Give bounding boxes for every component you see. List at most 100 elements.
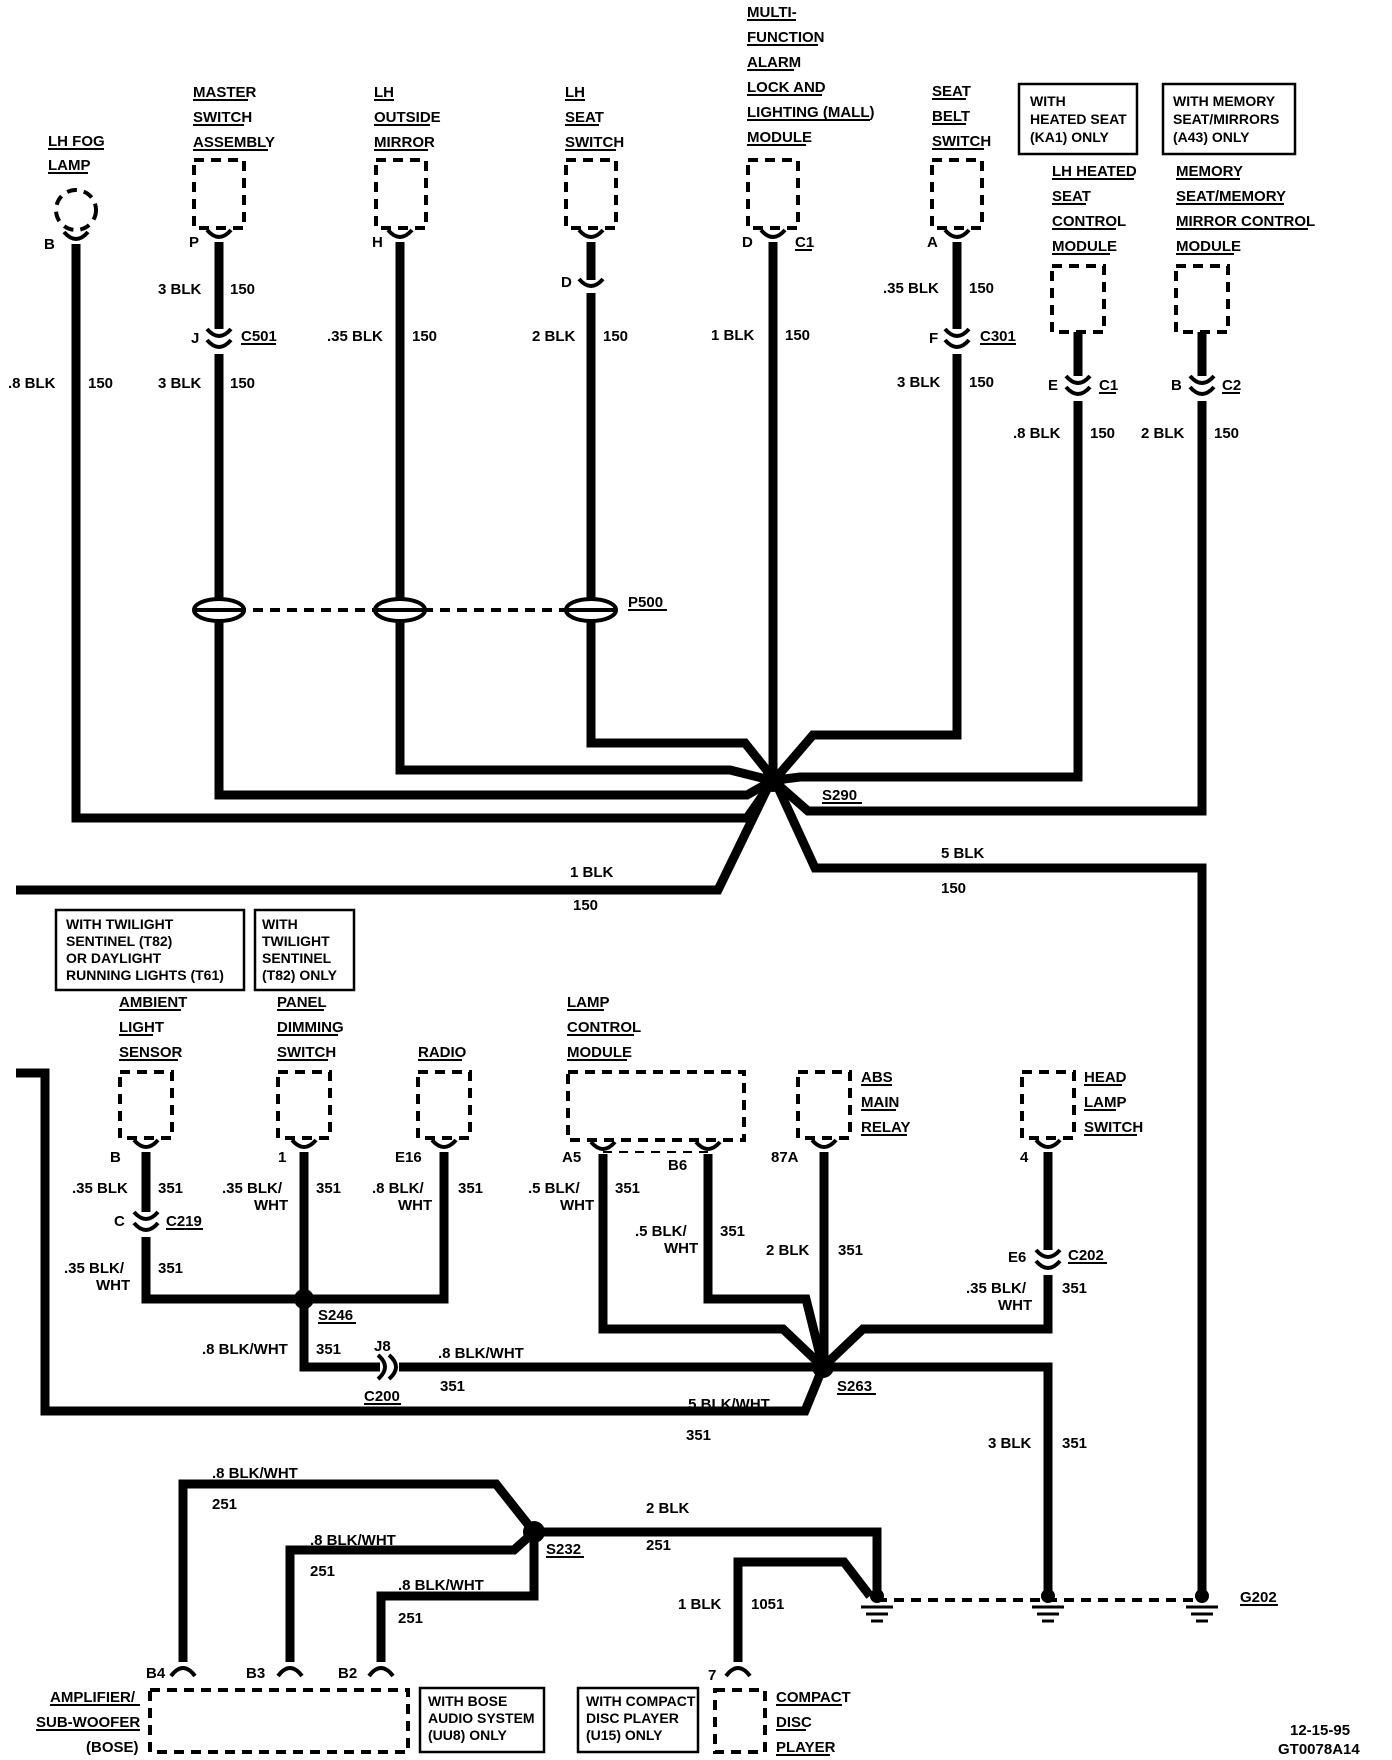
connector-c219: C219 <box>166 1213 202 1230</box>
svg-text:2 BLK: 2 BLK <box>646 1500 690 1517</box>
connector-c202: C202 <box>1068 1247 1104 1264</box>
svg-text:.5 BLK/WHT: .5 BLK/WHT <box>684 1396 770 1413</box>
svg-text:351: 351 <box>1062 1280 1087 1297</box>
svg-text:.8 BLK: .8 BLK <box>8 375 56 392</box>
svg-text:WITH BOSE: WITH BOSE <box>428 1693 507 1709</box>
svg-text:WITH COMPACT: WITH COMPACT <box>586 1693 696 1709</box>
lh-seat-switch-label: LH SEAT SWITCH <box>565 84 624 151</box>
ambient-light-sensor <box>118 1070 174 1140</box>
svg-text:MEMORY: MEMORY <box>1176 163 1243 180</box>
svg-text:.35 BLK: .35 BLK <box>327 328 383 345</box>
svg-text:150: 150 <box>1090 425 1115 442</box>
svg-text:SWITCH: SWITCH <box>277 1044 336 1061</box>
svg-text:351: 351 <box>458 1180 483 1197</box>
pin-hls-4: 4 <box>1020 1149 1029 1166</box>
svg-text:MIRROR CONTROL: MIRROR CONTROL <box>1176 213 1315 230</box>
svg-text:DISC: DISC <box>776 1714 812 1731</box>
pin-mfa-c1: C1 <box>795 234 814 251</box>
svg-text:(A43) ONLY: (A43) ONLY <box>1173 129 1250 145</box>
pin-c301-f: F <box>929 330 938 347</box>
connector-p500: P500 <box>628 594 663 611</box>
svg-text:SEAT/MEMORY: SEAT/MEMORY <box>1176 188 1286 205</box>
svg-text:BELT: BELT <box>932 108 970 125</box>
pin-amp-b3: B3 <box>246 1665 265 1682</box>
drawing-date: 12-15-95 <box>1290 1722 1350 1739</box>
svg-text:(U15) ONLY: (U15) ONLY <box>586 1727 663 1743</box>
svg-text:.35 BLK/: .35 BLK/ <box>64 1260 125 1277</box>
svg-text:WHT: WHT <box>998 1297 1032 1314</box>
svg-text:.35 BLK/: .35 BLK/ <box>966 1280 1027 1297</box>
svg-text:150: 150 <box>969 374 994 391</box>
svg-text:351: 351 <box>440 1378 465 1395</box>
svg-text:(UU8) ONLY: (UU8) ONLY <box>428 1727 507 1743</box>
svg-text:WHT: WHT <box>398 1197 432 1214</box>
pin-radio-e16: E16 <box>395 1149 422 1166</box>
svg-text:MODULE: MODULE <box>747 129 812 146</box>
memory-mirror-module-label: MEMORY SEAT/MEMORY MIRROR CONTROL MODULE <box>1176 163 1315 255</box>
svg-text:150: 150 <box>230 281 255 298</box>
pin-ambient-c: C <box>114 1213 125 1230</box>
svg-text:150: 150 <box>603 328 628 345</box>
abs-main-relay-label: ABS MAIN RELAY <box>861 1069 910 1136</box>
svg-text:DISC PLAYER: DISC PLAYER <box>586 1710 679 1726</box>
svg-text:.8 BLK/WHT: .8 BLK/WHT <box>398 1577 484 1594</box>
splice-s290-label: S290 <box>822 787 857 804</box>
pin-fog-b: B <box>44 236 55 253</box>
panel-dimming-switch <box>276 1070 332 1140</box>
svg-text:351: 351 <box>615 1180 640 1197</box>
svg-text:CONTROL: CONTROL <box>567 1019 641 1036</box>
memory-mirror-control-module <box>1174 264 1230 334</box>
head-lamp-switch-label: HEAD LAMP SWITCH <box>1084 1069 1143 1136</box>
svg-text:251: 251 <box>398 1610 423 1627</box>
memory-seat-option-box: WITH MEMORY SEAT/MIRRORS (A43) ONLY <box>1161 82 1297 156</box>
svg-text:LOCK AND: LOCK AND <box>747 79 826 96</box>
svg-text:SEAT: SEAT <box>565 109 604 126</box>
pin-c501-j: J <box>191 330 199 347</box>
pin-ambient-b: B <box>110 1149 121 1166</box>
svg-text:RADIO: RADIO <box>418 1044 467 1061</box>
pin-mfa-d: D <box>742 234 753 251</box>
svg-text:351: 351 <box>720 1223 745 1240</box>
svg-text:3 BLK: 3 BLK <box>988 1435 1032 1452</box>
lower-wires <box>178 1479 882 1662</box>
svg-text:251: 251 <box>310 1563 335 1580</box>
upper-pin-terminals <box>62 228 1216 396</box>
pin-lcm-a5: A5 <box>562 1149 581 1166</box>
svg-text:.35 BLK/: .35 BLK/ <box>222 1180 283 1197</box>
heated-seat-option-box: WITH HEATED SEAT (KA1) ONLY <box>1017 82 1139 156</box>
svg-text:SENSOR: SENSOR <box>119 1044 183 1061</box>
svg-text:3 BLK: 3 BLK <box>158 281 202 298</box>
splice-s290 <box>761 768 785 792</box>
svg-text:LAMP: LAMP <box>567 994 610 1011</box>
splice-s232-label: S232 <box>546 1541 581 1558</box>
svg-text:150: 150 <box>88 375 113 392</box>
svg-text:LIGHT: LIGHT <box>119 1019 164 1036</box>
svg-text:150: 150 <box>785 327 810 344</box>
svg-text:PANEL: PANEL <box>277 994 327 1011</box>
lh-fog-lamp <box>54 188 98 232</box>
svg-text:2 BLK: 2 BLK <box>1141 425 1185 442</box>
svg-text:MIRROR: MIRROR <box>374 134 435 151</box>
radio <box>416 1070 472 1140</box>
svg-text:150: 150 <box>941 880 966 897</box>
svg-text:FUNCTION: FUNCTION <box>747 29 825 46</box>
pin-abs-87a: 87A <box>771 1149 799 1166</box>
svg-text:SWITCH: SWITCH <box>1084 1119 1143 1136</box>
svg-text:150: 150 <box>412 328 437 345</box>
splice-s246 <box>294 1289 314 1309</box>
amplifier-sub-woofer <box>148 1688 410 1754</box>
svg-text:351: 351 <box>158 1260 183 1277</box>
svg-text:2 BLK: 2 BLK <box>532 328 576 345</box>
svg-text:3 BLK: 3 BLK <box>158 375 202 392</box>
svg-text:SWITCH: SWITCH <box>193 109 252 126</box>
pin-memory-c2: C2 <box>1222 377 1241 394</box>
svg-text:3 BLK: 3 BLK <box>897 374 941 391</box>
svg-text:ABS: ABS <box>861 1069 893 1086</box>
abs-main-relay <box>796 1070 852 1140</box>
svg-text:MODULE: MODULE <box>1052 238 1117 255</box>
svg-text:SEAT: SEAT <box>1052 188 1091 205</box>
svg-text:SUB-WOOFER: SUB-WOOFER <box>36 1714 140 1731</box>
svg-text:WHT: WHT <box>560 1197 594 1214</box>
svg-text:.35 BLK: .35 BLK <box>883 280 939 297</box>
splice-s263-label: S263 <box>837 1378 872 1395</box>
